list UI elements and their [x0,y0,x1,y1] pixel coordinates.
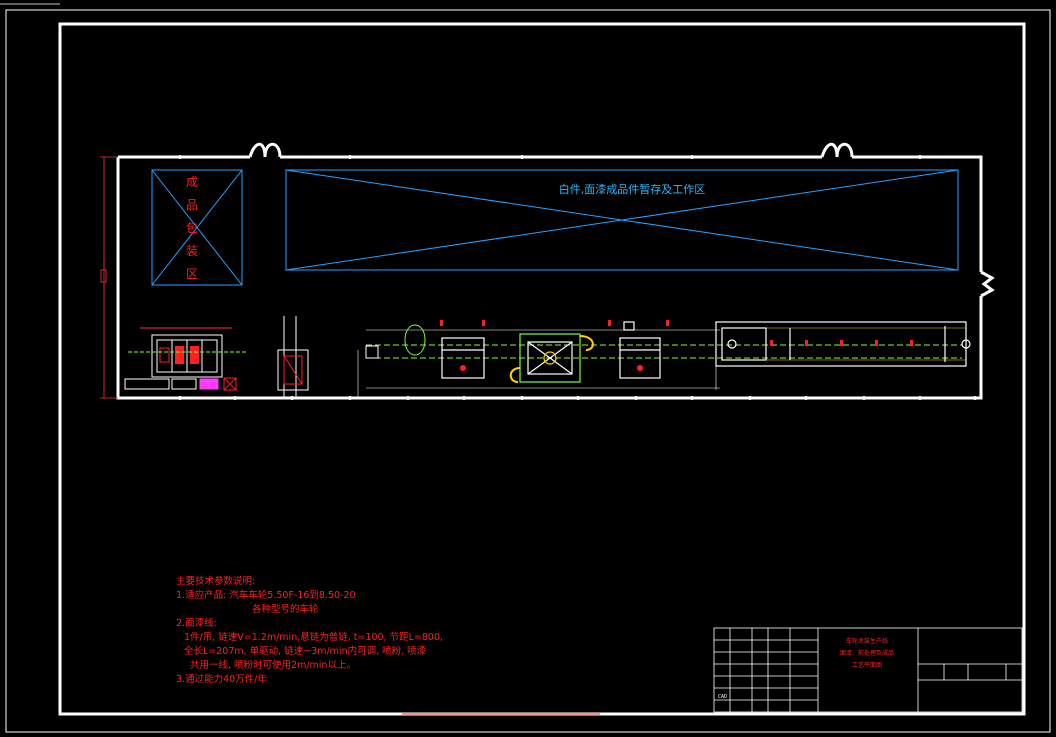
spray-booth-1 [441,337,485,379]
sheet-border-outer [5,9,1051,733]
note-line-6: 共用一线, 喷粉时可使用2m/min以上。 [190,660,356,671]
building-outline [116,142,995,400]
white-body-storage-zone: 白件,面漆成品件暂存及工作区 [285,169,959,271]
notes-heading: 主要技术参数说明: [176,576,256,587]
left-equipment-group [124,327,246,391]
note-line-5: 全长L=207m, 单驱动, 链速~3m/min内可调, 喷粉, 喷漆 [184,646,427,657]
cad-label: CAD [718,694,727,700]
note-line-7: 3.通过能力40万件/年 [176,674,267,685]
spray-booth-2 [509,333,594,383]
finished-packing-zone: 成 品 包 装 区 [151,169,243,286]
dimension-label [100,269,107,283]
title-block [713,627,1023,713]
conveyor-tracks [357,324,962,398]
column-markers [178,155,977,400]
packing-zone-char-4: 装 [186,244,198,258]
title-block-drawing-name: 车轮涂装生产线 面漆、前处理及成品 工艺平面图 [822,636,912,672]
left-dimension [100,156,118,399]
packing-zone-char-5: 区 [186,267,198,281]
red-markers [440,320,913,346]
spray-booth-3 [619,321,661,379]
title-line-1: 车轮涂装生产线 [845,638,888,645]
note-line-1: 1.适应产品: 汽车车轮5.50F-16到8.50-20 [176,590,356,601]
packing-zone-char-1: 成 [186,175,198,189]
note-line-3: 2.面漆线: [176,618,217,629]
drying-oven [715,321,971,390]
packing-zone-char-2: 品 [186,198,198,212]
packing-zone-char-3: 包 [186,221,198,235]
title-line-3: 工艺平面图 [851,662,882,669]
storage-zone-label: 白件,面漆成品件暂存及工作区 [559,182,706,196]
note-line-2: 各种型号的车轮 [252,604,319,615]
technical-notes: 主要技术参数说明: 1.适应产品: 汽车车轮5.50F-16到8.50-20 各… [176,575,536,687]
title-line-2: 面漆、前处理及成品 [839,650,894,657]
oven-unit [277,316,309,398]
note-line-4: 1件/吊, 链速V=1.2m/min,悬链为普链, t=100, 节距L=800… [184,632,444,643]
